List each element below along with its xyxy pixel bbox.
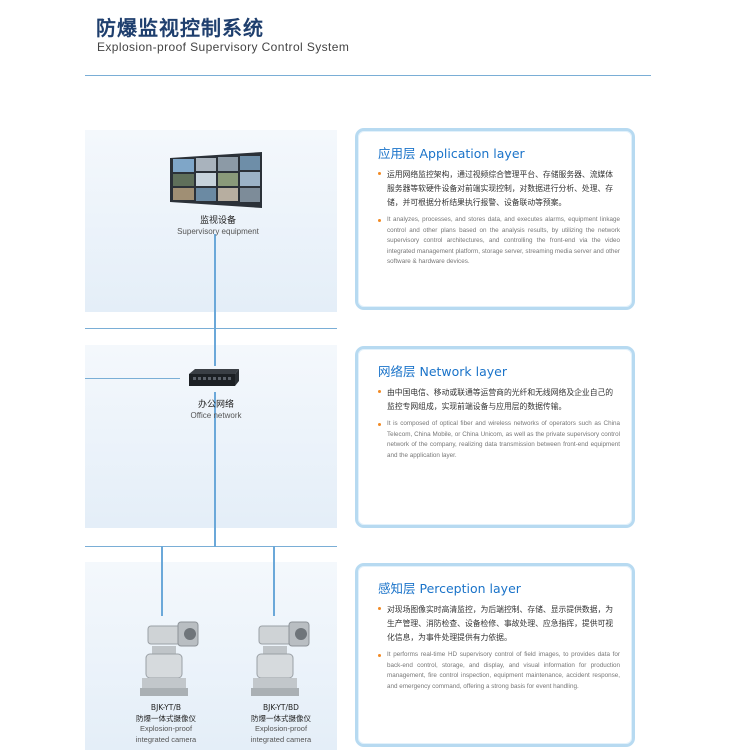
camera2-model: BJK-YT/BD <box>263 703 299 712</box>
office-network-label: 办公网络 Office network <box>146 397 286 420</box>
downlink-line <box>214 392 216 547</box>
camera2-en1: Explosion-proof <box>254 724 308 733</box>
network-switch-icon <box>189 369 239 386</box>
page-subtitle: Explosion-proof Supervisory Control Syst… <box>97 40 350 54</box>
perception-layer-en: It performs real-time HD supervisory con… <box>378 650 620 692</box>
perception-panel <box>85 562 337 750</box>
page-title: 防爆监视控制系统 <box>96 16 264 40</box>
perception-layer-box: 感知层 Perception layer 对现场图像实时高清监控，为后端控制、存… <box>355 563 635 747</box>
application-layer-zh: 运用网络监控架构，通过视频综合管理平台、存储服务器、流媒体服务器等软硬件设备对前… <box>378 168 620 210</box>
supervisory-zh: 监视设备 <box>199 216 236 226</box>
network-layer-en: It is composed of optical fiber and wire… <box>378 419 620 461</box>
camera-bjk-ytb-icon <box>140 621 199 696</box>
camera1-zh: 防爆一体式摄像仪 <box>136 713 196 723</box>
header-divider <box>85 75 651 76</box>
supervisory-equipment-label: 监视设备 Supervisory equipment <box>148 213 288 236</box>
office-en: Office network <box>190 411 242 420</box>
video-wall-icon <box>170 152 262 208</box>
network-layer-title: 网络层 Network layer <box>378 364 507 379</box>
camera1-label: BJK-YT/B 防爆一体式摄像仪 Explosion-proof integr… <box>111 703 221 745</box>
camera1-model: BJK-YT/B <box>150 703 182 712</box>
camera-bjk-ytbd-icon <box>251 621 310 696</box>
uplink-line <box>214 234 216 366</box>
camera1-en1: Explosion-proof <box>139 724 193 733</box>
application-layer-en: It analyzes, processes, and stores data,… <box>378 215 620 268</box>
office-network-line <box>85 378 180 379</box>
camera2-link <box>273 546 275 616</box>
panel-divider-upper <box>85 328 337 329</box>
office-zh: 办公网络 <box>197 400 234 410</box>
perception-layer-zh: 对现场图像实时高清监控，为后端控制、存储、显示提供数据，为生产管理、消防检查、设… <box>378 603 620 645</box>
application-layer-box: 应用层 Application layer 运用网络监控架构，通过视频综合管理平… <box>355 128 635 310</box>
application-layer-title: 应用层 Application layer <box>378 146 525 161</box>
network-layer-zh: 由中国电信、移动或联通等运营商的光纤和无线网络及企业自己的监控专网组成，实现前端… <box>378 386 620 414</box>
camera2-zh: 防爆一体式摄像仪 <box>251 713 311 723</box>
supervisory-en: Supervisory equipment <box>177 227 259 236</box>
network-layer-box: 网络层 Network layer 由中国电信、移动或联通等运营商的光纤和无线网… <box>355 346 635 528</box>
camera1-en2: integrated camera <box>135 734 197 744</box>
camera2-en2: integrated camera <box>250 734 312 744</box>
camera2-label: BJK-YT/BD 防爆一体式摄像仪 Explosion-proof integ… <box>226 703 336 745</box>
panel-divider-lower <box>85 546 337 547</box>
camera1-link <box>161 546 163 616</box>
perception-layer-title: 感知层 Perception layer <box>378 581 521 596</box>
